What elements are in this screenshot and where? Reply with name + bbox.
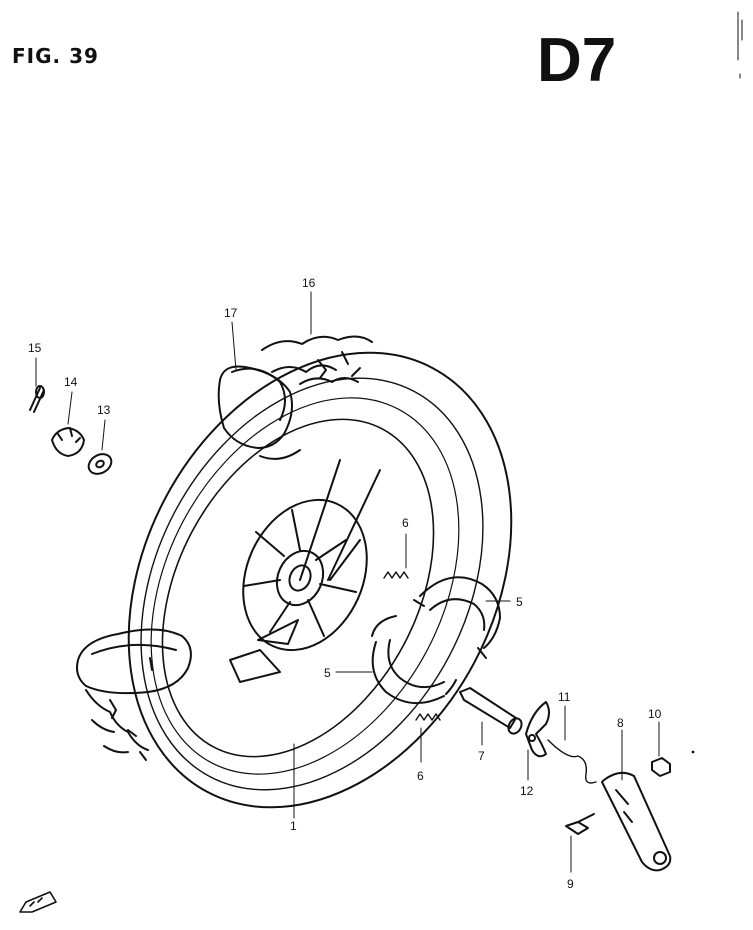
callout-13: 13: [97, 403, 111, 417]
cotter-pin: [29, 385, 45, 413]
spring-lower: [415, 713, 441, 721]
wire: [547, 739, 597, 784]
tire-section-top: [217, 365, 301, 460]
nut: [651, 757, 671, 777]
wheel-hub: [229, 459, 381, 683]
bolt: [565, 813, 595, 835]
callout-6-lower: 6: [417, 769, 424, 783]
brake-shoe-lower: [371, 615, 457, 705]
figure-label: FIG. 39: [12, 44, 99, 68]
callout-12: 12: [520, 784, 534, 798]
brake-arm: [601, 771, 672, 872]
front-arrow-icon: [19, 891, 57, 913]
castle-nut: [51, 427, 85, 457]
washer: [87, 453, 113, 475]
callout-7: 7: [478, 749, 485, 763]
scan-dot: [691, 750, 695, 754]
tire-section-bottom: [76, 628, 192, 695]
cam-shaft: [459, 687, 523, 735]
callout-15: 15: [28, 341, 42, 355]
callout-11: 11: [558, 690, 571, 704]
scan-marks: [737, 11, 743, 79]
callout-16: 16: [302, 276, 316, 290]
callout-14: 14: [64, 375, 78, 389]
callout-1: 1: [290, 819, 297, 833]
callout-17: 17: [224, 306, 238, 320]
tire-drawing: [85, 335, 513, 809]
indicator-plate: [525, 701, 550, 758]
leader-lines: [35, 291, 660, 873]
callout-labels: 1 5 5 6 6 7 8 9 10 11 12 13 14 15 16 17: [28, 276, 662, 891]
spring-upper: [383, 571, 409, 579]
section-code: D7: [537, 26, 617, 95]
callout-6-upper: 6: [402, 516, 409, 530]
callout-8: 8: [617, 716, 624, 730]
callout-5-upper: 5: [516, 595, 523, 609]
callout-10: 10: [648, 707, 662, 721]
callout-9: 9: [567, 877, 574, 891]
brake-shoe-upper: [413, 576, 501, 659]
callout-5-lower: 5: [324, 666, 331, 680]
